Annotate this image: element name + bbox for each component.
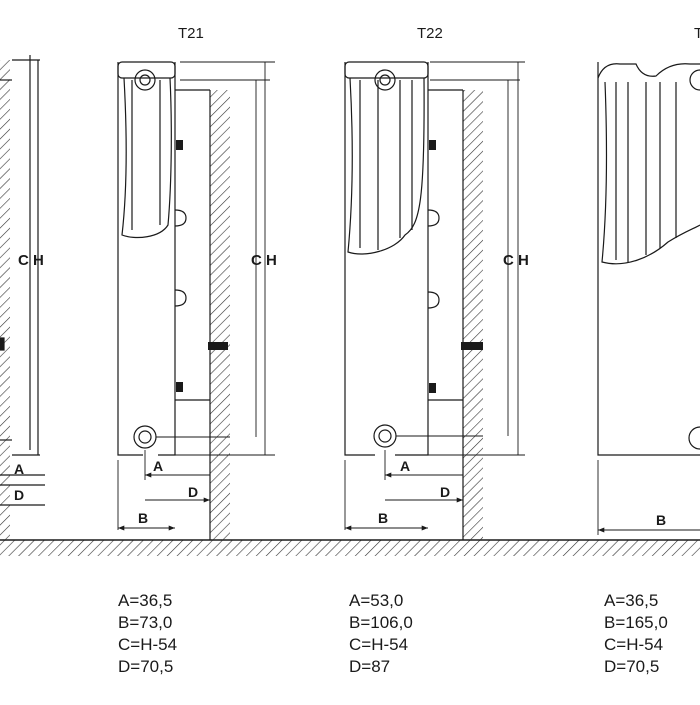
spec-a: A=36,5 [118, 591, 173, 610]
t22-title: T22 [417, 25, 443, 42]
t22-h-label: H [518, 252, 529, 269]
left-c-label: C [18, 252, 29, 269]
spec-a: A=53,0 [349, 591, 404, 610]
t21-a-label: A [153, 458, 163, 474]
t21-h-label: H [266, 252, 277, 269]
t-b-label: B [656, 512, 666, 528]
spec-block-t22: A=53,0 B=106,0 C=H-54 D=87 [349, 590, 413, 678]
spec-b: B=73,0 [118, 613, 173, 632]
left-d-label: D [14, 487, 24, 503]
spec-b: B=106,0 [349, 613, 413, 632]
left-partial-panel [0, 55, 45, 540]
panel-t-partial [597, 62, 700, 535]
spec-c: C=H-54 [604, 635, 664, 654]
left-h-label: H [33, 252, 44, 269]
spec-block-t: A=36,5 B=165,0 C=H-54 D=70,5 [604, 590, 668, 678]
spec-d: D=87 [349, 657, 391, 676]
spec-a: A=36,5 [604, 591, 659, 610]
left-a-label: A [14, 461, 24, 477]
spec-c: C=H-54 [349, 635, 409, 654]
floor [0, 539, 700, 556]
t22-d-label: D [440, 484, 450, 500]
t21-d-label: D [188, 484, 198, 500]
panel-t21 [117, 61, 275, 540]
t22-c-label: C [503, 252, 514, 269]
spec-d: D=70,5 [604, 657, 660, 676]
spec-d: D=70,5 [118, 657, 174, 676]
t22-a-label: A [400, 458, 410, 474]
t22-b-label: B [378, 510, 388, 526]
t-title: T [694, 25, 700, 42]
spec-b: B=165,0 [604, 613, 668, 632]
t21-title: T21 [178, 25, 204, 42]
t21-b-label: B [138, 510, 148, 526]
panel-t22 [344, 61, 525, 540]
t21-c-label: C [251, 252, 262, 269]
spec-c: C=H-54 [118, 635, 178, 654]
spec-block-t21: A=36,5 B=73,0 C=H-54 D=70,5 [118, 590, 177, 678]
